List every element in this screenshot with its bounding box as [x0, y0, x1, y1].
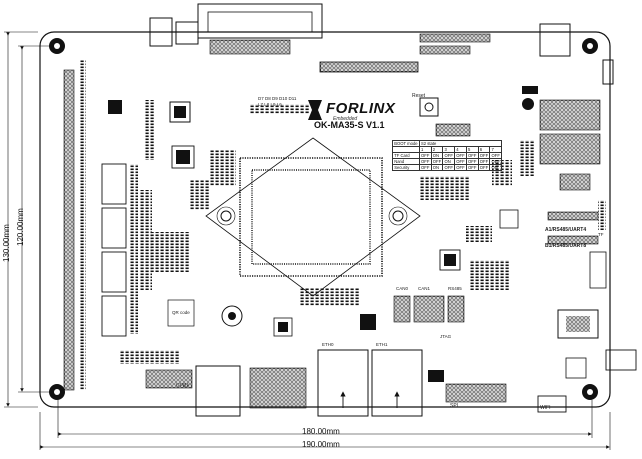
left-terminal-strip [63, 69, 75, 391]
dim-label-190: 190.00mm [302, 440, 340, 449]
uart-a-label: A1/RS485/UART4 [545, 227, 587, 233]
soc-hole-right [392, 210, 404, 222]
boot-cell: OFF [442, 164, 456, 171]
boot-cell: OFF [489, 152, 503, 159]
boot-cell: OFF [477, 158, 491, 165]
vga-connector [197, 3, 323, 39]
boot-cell: OFF [454, 164, 467, 171]
soc-hole-left [220, 210, 232, 222]
power-jack [539, 23, 571, 57]
jtag-label: JTAG [440, 334, 452, 339]
forlinx-logo-icon [308, 100, 322, 120]
audio-jack [149, 17, 173, 47]
can0-label: CAN0 [396, 286, 409, 291]
boot-cell: OFF [465, 152, 479, 159]
boot-cell: OFF [454, 158, 467, 165]
boot-cell: OFF [430, 158, 444, 165]
eth1-port [371, 349, 423, 417]
led-names-label: L7 L8 L9 L6 [258, 102, 282, 107]
reset-button-outline [419, 97, 439, 117]
boot-cell: ON [430, 164, 444, 171]
tf-label: TF [598, 232, 604, 237]
brand-name: FORLINX [326, 100, 396, 117]
board-model: OK-MA35-S V1.1 [314, 120, 385, 130]
spi-label: SPI [450, 403, 459, 409]
eth1-label: ETH1 [376, 342, 388, 347]
boot-header-mode: BOOT mode [392, 140, 420, 147]
boot-cell: OFF [465, 158, 479, 165]
boot-cell: OFF [465, 164, 479, 171]
boot-row-tf: TF Card OFF ON OFF OFF OFF OFF OFF [392, 152, 503, 159]
qr-label: QR code [172, 310, 190, 315]
dim-label-180: 180.00mm [302, 427, 340, 436]
eth0-port [317, 349, 369, 417]
boot-cell: Security [392, 164, 420, 171]
boot-cell: OFF [418, 164, 432, 171]
uart-b-label: B1/RS485/UART8 [545, 243, 587, 249]
boot-cell: OFF [442, 152, 456, 159]
brand-subtitle: Embedded [333, 116, 358, 122]
reset-label: Reset [412, 93, 426, 99]
boot-row-security: Security OFF ON OFF OFF OFF OFF ON [392, 164, 503, 171]
boot-cell: OFF [418, 152, 432, 159]
boot-cell: ON [489, 164, 503, 171]
led-row-label: D7 D8 D9 D10 D11 [258, 96, 297, 101]
boot-mode-table: BOOT mode S2 state 1 2 3 4 5 6 7 TF Card… [392, 140, 503, 171]
fpc-connector [319, 61, 419, 73]
rs485-label: RS485 [448, 286, 462, 291]
boot-cell: OFF [454, 152, 467, 159]
boot-cell: OFF [477, 164, 491, 171]
dim-label-120: 120.00mm [16, 208, 25, 246]
gpio-label: GPIO [176, 383, 189, 389]
boot-cell: OFF [477, 152, 491, 159]
boot-cell: OFF [418, 158, 432, 165]
boot-cell: OFF [489, 158, 503, 165]
pcb-outline [39, 31, 611, 408]
soc-main-chip [239, 157, 383, 277]
can1-label: CAN1 [418, 286, 431, 291]
wifi-label: WIFI [540, 405, 551, 411]
eth0-label: ETH0 [322, 342, 334, 347]
soc-keepout-diamond [205, 137, 421, 297]
dim-label-130: 130.00mm [2, 224, 11, 262]
